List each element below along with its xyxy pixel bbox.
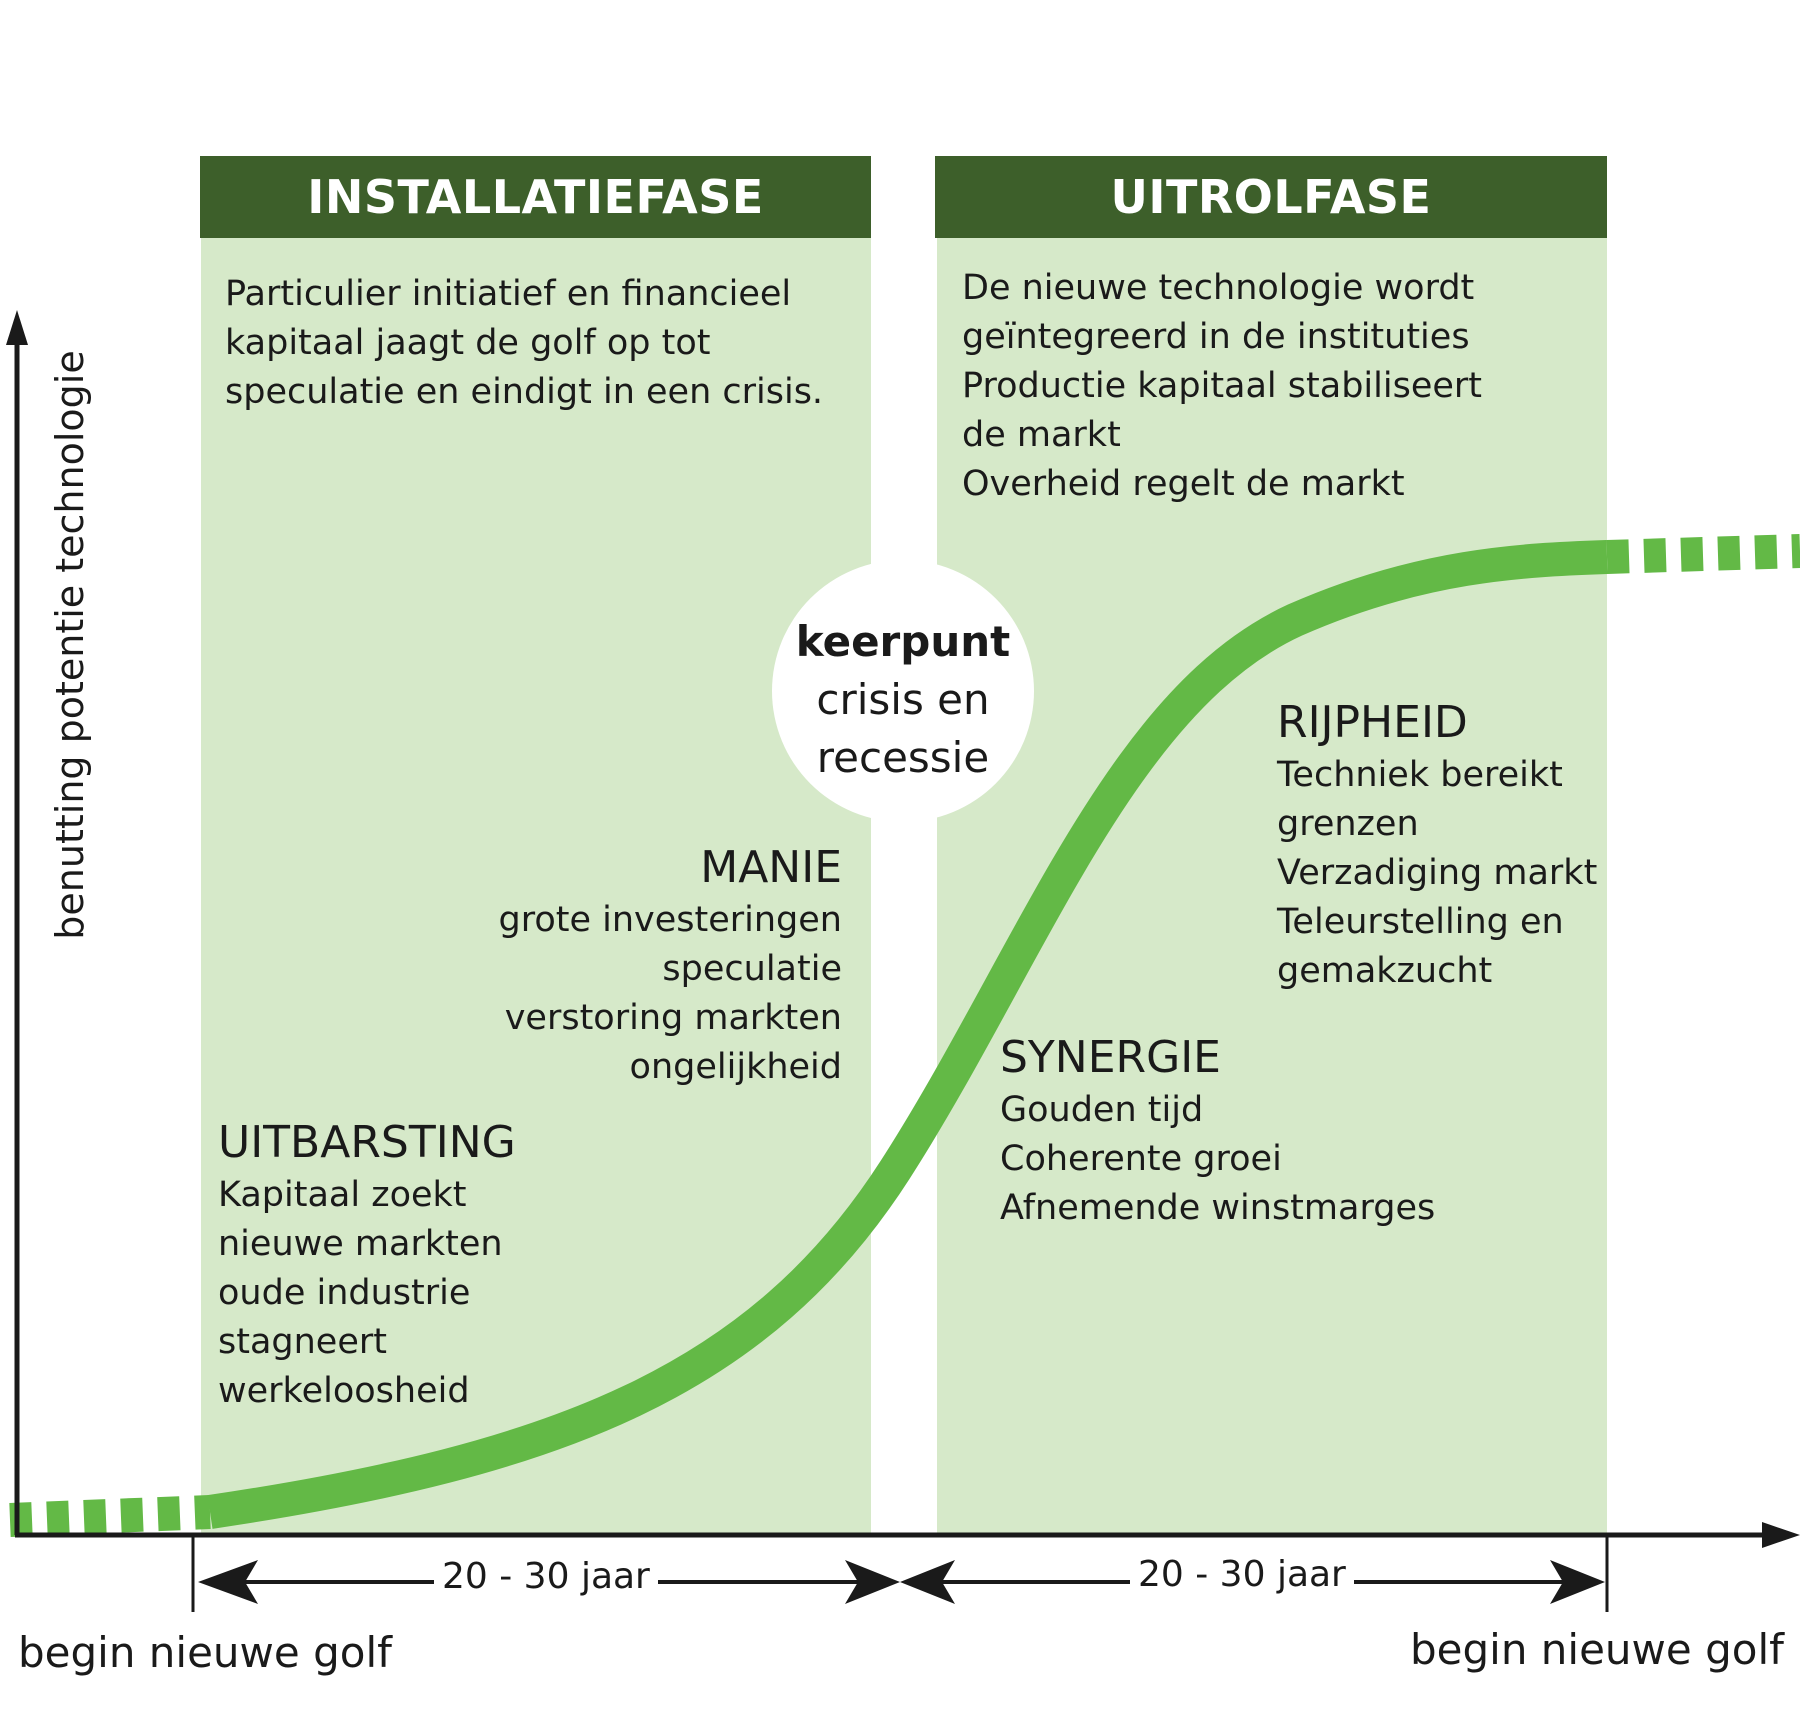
stage-frenzy-line: verstoring markten	[504, 998, 842, 1038]
y-axis-label: benutting potentie technologie	[48, 350, 92, 940]
installation-description-line: speculatie en eindigt in een crisis.	[225, 372, 824, 412]
stage-irruption-line: Kapitaal zoekt	[218, 1175, 467, 1215]
stage-maturity-line: Verzadiging markt	[1277, 853, 1598, 893]
bottom-label-right: begin nieuwe golf	[1410, 1625, 1784, 1674]
x-axis-arrowhead	[1762, 1522, 1800, 1548]
installation-description-line: Particulier initiatief en financieel	[225, 274, 792, 314]
stage-synergy-line: Coherente groei	[1000, 1139, 1282, 1179]
curve-dashed-start	[9, 1495, 211, 1537]
stage-irruption-line: oude industrie	[218, 1273, 471, 1313]
deployment-description-line: de markt	[962, 415, 1121, 455]
turning-point-title: keerpunt	[795, 617, 1011, 666]
stage-irruption: UITBARSTING Kapitaal zoekt nieuwe markte…	[218, 1115, 516, 1416]
deployment-description-line: De nieuwe technologie wordt	[962, 268, 1475, 308]
stage-maturity-title: RIJPHEID	[1277, 697, 1468, 748]
stage-irruption-line: werkeloosheid	[218, 1371, 470, 1411]
stage-synergy-line: Afnemende winstmarges	[1000, 1188, 1436, 1228]
stage-synergy-line: Gouden tijd	[1000, 1090, 1204, 1130]
stage-frenzy: MANIE grote investeringen speculatie ver…	[498, 840, 842, 1092]
stage-maturity-line: gemakzucht	[1277, 951, 1493, 991]
turning-point-line: recessie	[816, 733, 990, 782]
turning-point-circle: keerpunt crisis en recessie	[772, 560, 1034, 822]
deployment-phase-header: UITROLFASE	[935, 156, 1607, 238]
turning-point-line: crisis en	[816, 675, 990, 724]
stage-maturity-line: Techniek bereikt	[1277, 755, 1563, 795]
stage-maturity-line: Teleurstelling en	[1277, 902, 1564, 942]
deployment-description-line: geïntegreerd in de instituties	[962, 317, 1470, 357]
installation-phase-header: INSTALLATIEFASE	[200, 156, 871, 238]
stage-frenzy-line: speculatie	[662, 949, 842, 989]
arrowhead-left	[900, 1560, 955, 1604]
bottom-label-left: begin nieuwe golf	[18, 1628, 392, 1677]
arrowhead-left	[198, 1560, 258, 1604]
stage-maturity-line: grenzen	[1277, 804, 1419, 844]
deployment-duration-label: 20 - 30 jaar	[1130, 1554, 1354, 1595]
deployment-description-line: Productie kapitaal stabiliseert	[962, 366, 1482, 406]
curve-dashed-end	[1606, 534, 1800, 574]
stage-maturity: RIJPHEID Techniek bereikt grenzen Verzad…	[1277, 695, 1597, 996]
stage-frenzy-title: MANIE	[700, 842, 842, 893]
deployment-description: De nieuwe technologie wordt geïntegreerd…	[962, 264, 1482, 509]
stage-synergy: SYNERGIE Gouden tijd Coherente groei Afn…	[1000, 1030, 1435, 1233]
y-axis-arrowhead	[6, 310, 28, 345]
installation-duration-label: 20 - 30 jaar	[434, 1556, 658, 1597]
stage-frenzy-line: ongelijkheid	[629, 1047, 842, 1087]
installation-description-line: kapitaal jaagt de golf op tot	[225, 323, 711, 363]
deployment-description-line: Overheid regelt de markt	[962, 464, 1405, 504]
arrowhead-right	[845, 1560, 900, 1604]
stage-irruption-line: nieuwe markten	[218, 1224, 503, 1264]
installation-description: Particulier initiatief en financieel kap…	[225, 270, 823, 417]
stage-frenzy-line: grote investeringen	[498, 900, 842, 940]
stage-irruption-title: UITBARSTING	[218, 1117, 516, 1168]
s-curve	[207, 540, 1608, 1529]
arrowhead-right	[1550, 1560, 1605, 1604]
stage-synergy-title: SYNERGIE	[1000, 1032, 1221, 1083]
stage-irruption-line: stagneert	[218, 1322, 387, 1362]
